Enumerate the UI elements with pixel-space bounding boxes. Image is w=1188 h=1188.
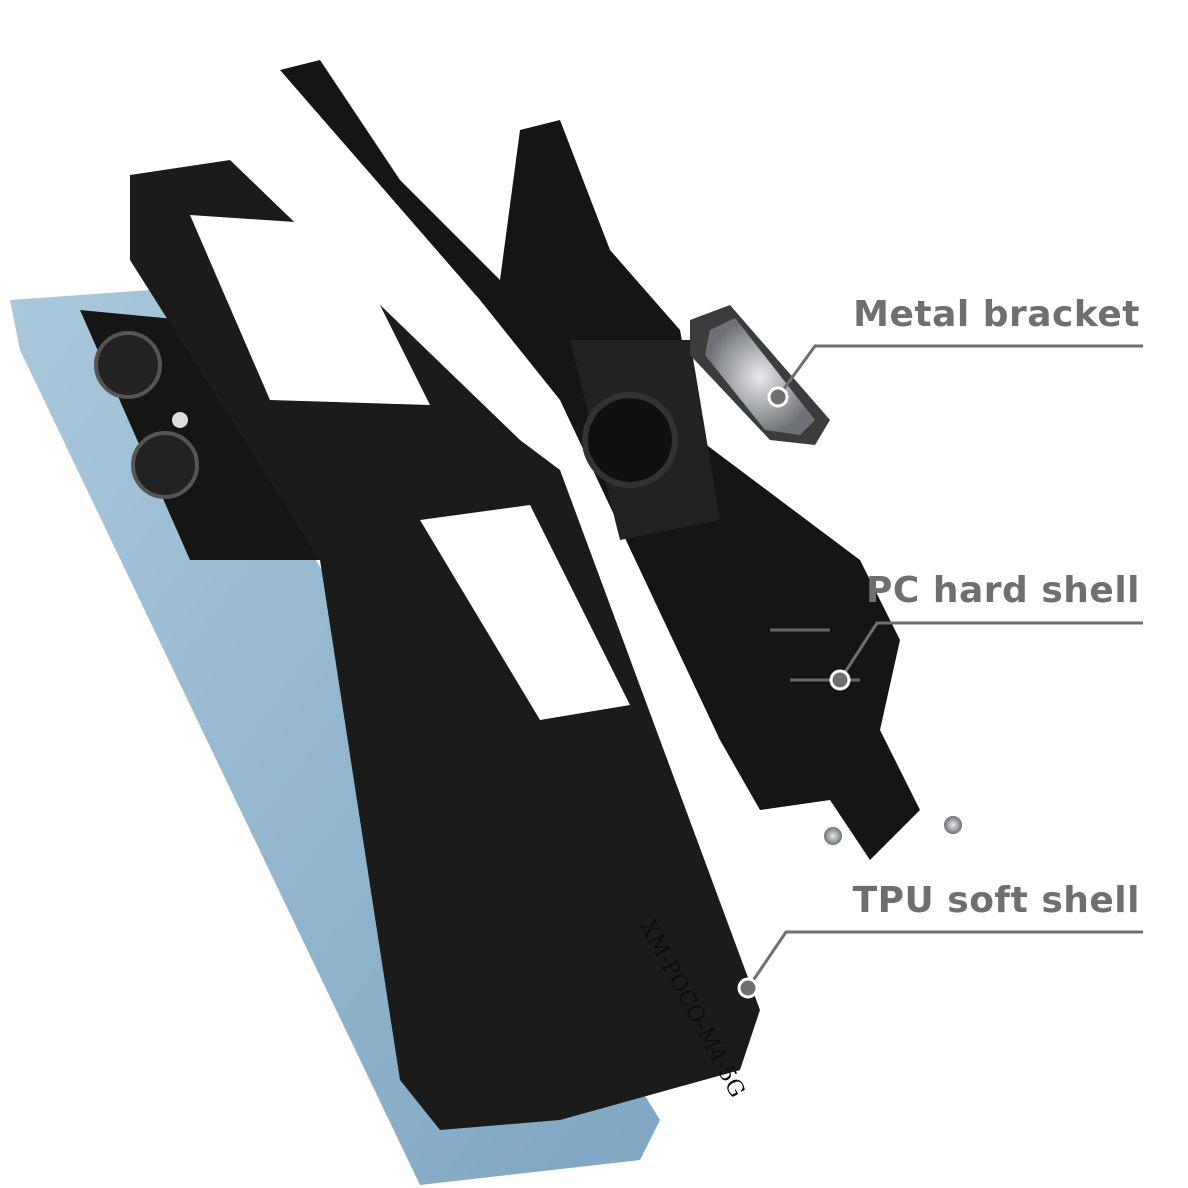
camera-lens	[131, 431, 199, 499]
callout-pc-hard-shell: PC hard shell	[866, 570, 1140, 611]
callout-line-pc-hard-shell	[829, 621, 1143, 691]
callout-metal-bracket: Metal bracket	[853, 294, 1140, 335]
camera-cutout	[190, 215, 430, 405]
logo-cutout	[420, 505, 630, 720]
flash	[172, 412, 188, 428]
callout-tpu-soft-shell: TPU soft shell	[852, 880, 1140, 921]
tpu-soft-shell	[130, 160, 760, 1130]
metal-ring-bracket	[690, 305, 830, 445]
camera-lens	[94, 331, 162, 399]
pc-hard-shell	[280, 60, 962, 860]
callout-line-tpu-soft-shell	[737, 930, 1143, 999]
callout-line-metal-bracket	[767, 344, 1143, 408]
